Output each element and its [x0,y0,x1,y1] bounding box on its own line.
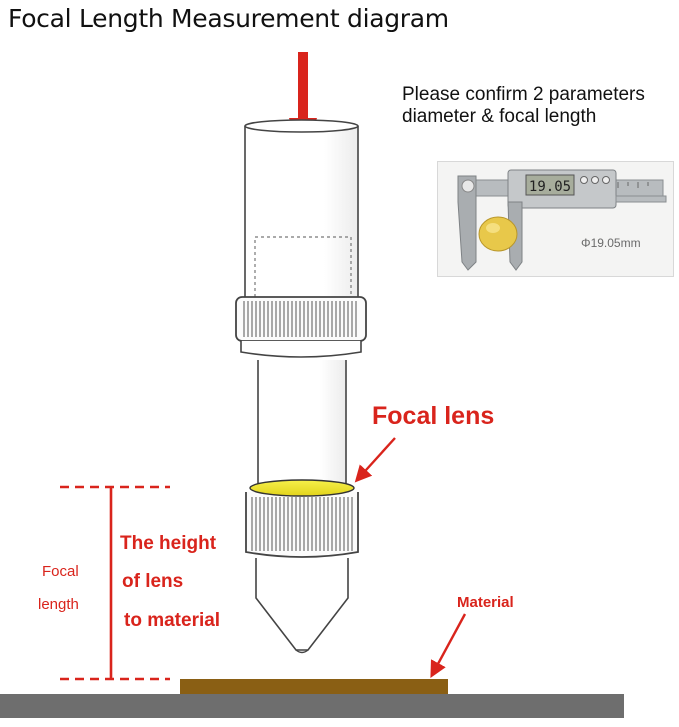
caliper-illustration: 19.05 [457,169,667,271]
height-label-line-3: to material [124,610,221,631]
focal-length-label-line-1: Focal [42,563,79,580]
laser-head-middle-tube [257,360,347,489]
note-line-2: diameter & focal length [402,106,597,127]
lower-knurled-ring [245,492,359,558]
material-label: Material [457,594,514,611]
focal-lens-pointer-arrow [354,437,396,483]
focal-lens-label: Focal lens [372,402,495,430]
material-pointer-arrow [430,613,467,678]
laser-head-upper-tube [244,119,359,301]
focal-length-dimension [60,485,170,681]
upper-knurled-ring [235,296,367,358]
material-block [180,679,448,694]
parameter-note: Please confirm 2 parameters diameter & f… [402,84,677,128]
height-label-line-2: of lens [122,571,184,592]
note-line-1: Please confirm 2 parameters [402,84,645,105]
caliper-photo: 19.05 [437,161,674,277]
focal-length-label-line-2: length [38,596,79,613]
work-table-base [0,694,624,718]
diagram-title: Focal Length Measurement diagram [8,4,449,33]
focal-lens-disc [249,479,355,497]
nozzle-cone [255,558,349,654]
height-label-line-1: The height [120,533,217,554]
caliper-display-reading: 19.05 [529,179,571,195]
diameter-label: Φ19.05mm [581,236,641,250]
